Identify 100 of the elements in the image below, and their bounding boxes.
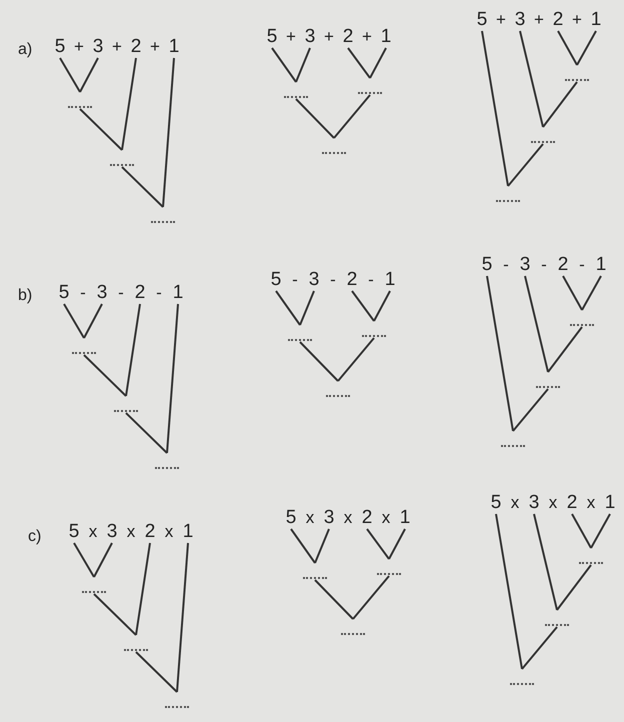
tree-line [299, 290, 315, 326]
operator-sign: x [164, 522, 174, 542]
number: 2 [345, 270, 359, 290]
tree-line [59, 58, 81, 92]
operator-sign: + [285, 27, 297, 47]
tree-line [63, 304, 85, 338]
operator-sign: - [155, 283, 163, 303]
operator-sign: + [149, 37, 161, 57]
operator-sign: x [304, 508, 316, 528]
tree-line [547, 326, 583, 373]
number: 5 [53, 37, 67, 57]
tree-line [388, 528, 406, 560]
tree-line [373, 290, 391, 322]
tree-line [366, 528, 390, 560]
tree-line [495, 514, 523, 670]
number: 5 [489, 493, 503, 513]
tree-line [295, 48, 311, 82]
operator-sign: + [361, 27, 373, 47]
operator-sign: - [117, 283, 125, 303]
operator-sign: - [329, 270, 337, 290]
tree-line [351, 290, 375, 322]
tree-line [275, 290, 301, 326]
tree-line [337, 337, 375, 382]
number: 2 [556, 255, 570, 275]
part-label: a) [18, 40, 32, 60]
tree-line [121, 58, 137, 150]
number: 2 [129, 37, 143, 57]
tree-line [135, 542, 151, 636]
operator-sign: x [510, 493, 520, 513]
tree-line [512, 388, 549, 432]
tree-line [352, 575, 390, 620]
operator-sign: x [342, 508, 354, 528]
operator-sign: x [548, 493, 558, 513]
tree-line [295, 98, 335, 139]
tree-line [557, 30, 578, 66]
tree-line [556, 564, 592, 611]
tree-line [314, 579, 354, 620]
tree-line [83, 304, 103, 338]
tree-line [314, 528, 330, 564]
number: 3 [513, 10, 527, 30]
tree-line [486, 276, 514, 432]
number: 3 [307, 270, 321, 290]
tree-line [121, 166, 164, 208]
operator-sign: - [502, 255, 510, 275]
operator-sign: + [495, 10, 507, 30]
tree-line [562, 276, 583, 310]
number: 3 [303, 27, 317, 47]
tree-line [93, 593, 137, 636]
tree-line [542, 81, 578, 128]
number: 5 [475, 10, 489, 30]
tree-line [93, 542, 113, 578]
number: 2 [143, 522, 157, 542]
tree-line [79, 108, 123, 151]
tree-line [73, 542, 95, 578]
number: 3 [527, 493, 541, 513]
tree-line [524, 276, 549, 372]
tree-line [576, 30, 597, 66]
number: 5 [67, 522, 81, 542]
operator-sign: x [380, 508, 392, 528]
tree-line [581, 276, 602, 310]
tree-line [166, 304, 179, 454]
number: 2 [341, 27, 355, 47]
tree-line [333, 94, 371, 139]
tree-line [176, 542, 189, 692]
number: 1 [398, 508, 412, 528]
operator-sign: x [88, 522, 98, 542]
number: 1 [383, 270, 397, 290]
number: 3 [95, 283, 109, 303]
tree-line [347, 47, 371, 79]
operator-sign: + [73, 37, 85, 57]
operator-sign: - [540, 255, 548, 275]
operator-sign: + [533, 10, 545, 30]
tree-line [271, 47, 297, 83]
number: 1 [603, 493, 617, 513]
tree-line [369, 48, 387, 78]
operator-sign: x [126, 522, 136, 542]
operator-sign: x [586, 493, 596, 513]
tree-line [521, 626, 558, 670]
tree-line [83, 354, 127, 397]
operator-sign: - [291, 270, 299, 290]
operator-sign: + [571, 10, 583, 30]
tree-line [481, 30, 509, 186]
operator-sign: - [79, 283, 87, 303]
tree-line [162, 58, 175, 208]
number: 1 [589, 10, 603, 30]
number: 3 [105, 522, 119, 542]
number: 1 [594, 255, 608, 275]
operator-sign: - [367, 270, 375, 290]
tree-line [290, 528, 316, 564]
number: 1 [379, 27, 393, 47]
number: 2 [133, 283, 147, 303]
number: 5 [57, 283, 71, 303]
tree-line [125, 304, 141, 396]
number: 3 [322, 508, 336, 528]
tree-line [507, 143, 544, 187]
number: 1 [167, 37, 181, 57]
tree-line [135, 651, 178, 693]
operator-sign: + [111, 37, 123, 57]
tree-line [125, 412, 168, 454]
number: 2 [565, 493, 579, 513]
